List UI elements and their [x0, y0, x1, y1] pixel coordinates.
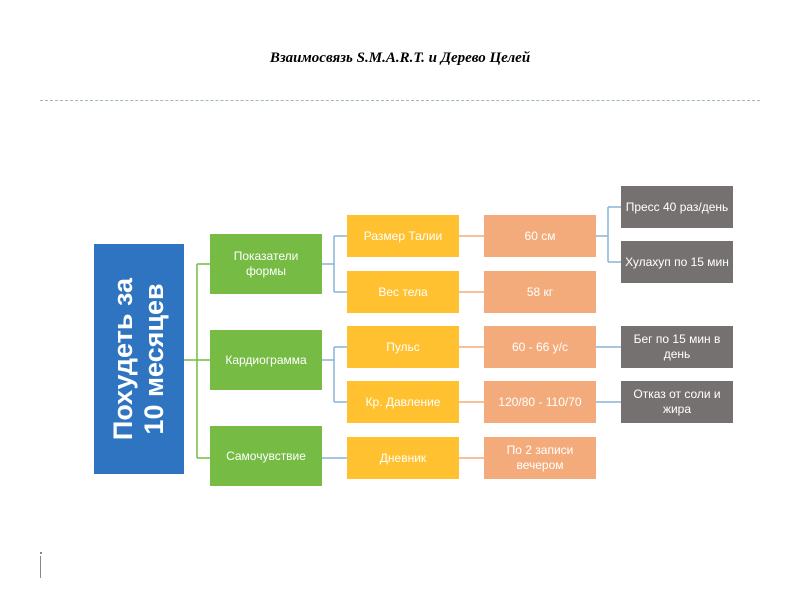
node-abs-exercise: Пресс 40 раз/день — [621, 186, 733, 228]
node-hula-hoop: Хулахуп по 15 мин — [621, 241, 733, 283]
node-body-weight: Вес тела — [347, 271, 459, 313]
node-blood-pressure: Кр. Давление — [347, 381, 459, 423]
root-goal-text: Похудеть за 10 месяцев — [107, 277, 169, 441]
node-no-salt-fat: Отказ от соли и жира — [621, 381, 733, 423]
title-divider — [40, 100, 760, 101]
node-diary-value: По 2 записи вечером — [484, 437, 596, 479]
node-diary: Дневник — [347, 437, 459, 479]
connector-waist-exercises — [596, 206, 621, 263]
root-goal-box: Похудеть за 10 месяцев — [94, 244, 184, 474]
slide-corner-mark — [40, 556, 47, 578]
node-form-metrics: Показатели формы — [210, 234, 322, 294]
slide-corner-mark-dot — [40, 552, 42, 554]
node-wellbeing: Самочувствие — [210, 426, 322, 486]
node-weight-value: 58 кг — [484, 271, 596, 313]
connector-cardiogram — [322, 346, 347, 403]
connector-root-level1 — [184, 263, 210, 459]
node-pulse: Пульс — [347, 326, 459, 368]
node-pulse-value: 60 - 66 у/с — [484, 326, 596, 368]
node-pressure-value: 120/80 - 110/70 — [484, 381, 596, 423]
node-waist-value: 60 см — [484, 215, 596, 257]
slide-title: Взаимосвязь S.M.A.R.T. и Дерево Целей — [269, 50, 531, 66]
node-waist-size: Размер Талии — [347, 215, 459, 257]
connector-form-metrics — [322, 235, 347, 293]
node-cardiogram: Кардиограмма — [210, 330, 322, 390]
node-running: Бег по 15 мин в день — [621, 326, 733, 368]
connector-level2-level3 — [459, 235, 484, 459]
